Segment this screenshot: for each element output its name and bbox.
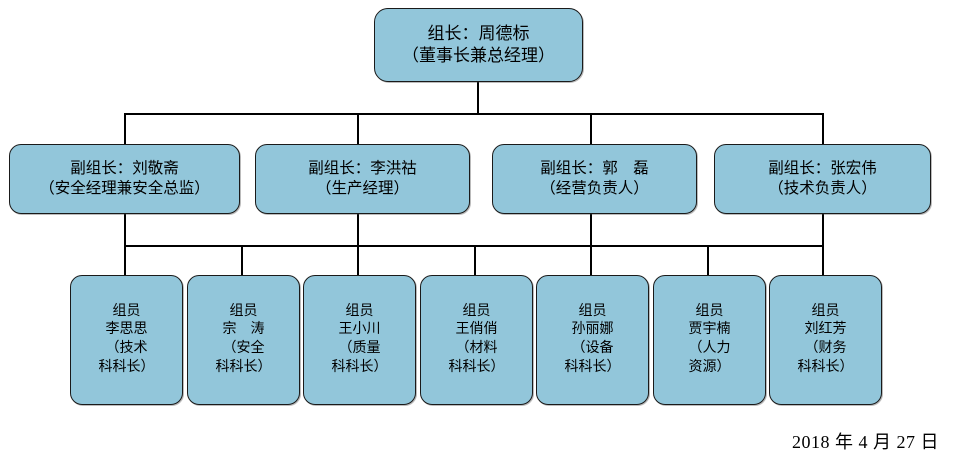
connector-member-drop-6 <box>707 245 709 275</box>
node-member-5-line1: 组员 <box>578 303 607 319</box>
node-member-4-line1: 组员 <box>462 303 491 319</box>
node-group-leader-line2: （董事长兼总经理） <box>402 46 555 65</box>
node-member-liu-hongfang[interactable]: 组员 刘红芳 （财务 科科长） <box>769 275 882 405</box>
node-member-6-line4: 资源） <box>688 359 731 375</box>
node-member-wang-qiaoqiao[interactable]: 组员 王俏俏 （材料 科科长） <box>420 275 533 405</box>
node-deputy-1-line1: 副组长：刘敬斋 <box>70 160 179 178</box>
node-member-2-line1: 组员 <box>229 303 258 319</box>
connector-deputy-drop-4 <box>822 113 824 144</box>
connector-deputy-riser-1 <box>124 214 126 246</box>
node-member-li-sisi[interactable]: 组员 李思思 （技术 科科长） <box>70 275 183 405</box>
node-deputy-liu-jingzhai[interactable]: 副组长：刘敬斋 （安全经理兼安全总监） <box>9 144 240 214</box>
node-deputy-3-line1: 副组长：郭 磊 <box>540 160 649 178</box>
node-member-2-line2: 宗 涛 <box>222 322 265 338</box>
node-deputy-2-line2: （生产经理） <box>315 180 409 197</box>
node-member-6-line1: 组员 <box>695 303 724 319</box>
node-member-5-line3: （设备 <box>571 341 614 356</box>
node-deputy-li-hongzhen[interactable]: 副组长：李洪祜 （生产经理） <box>255 144 470 214</box>
node-group-leader-line1: 组长：周德标 <box>427 24 530 44</box>
node-member-sun-lina[interactable]: 组员 孙丽娜 （设备 科科长） <box>536 275 649 405</box>
node-group-leader[interactable]: 组长：周德标 （董事长兼总经理） <box>374 8 583 82</box>
node-member-5-line2: 孙丽娜 <box>571 322 614 338</box>
node-deputy-4-line1: 副组长：张宏伟 <box>768 160 877 178</box>
node-member-3-line3: （质量 <box>338 341 381 356</box>
connector-deputy-riser-2 <box>357 214 359 246</box>
node-member-5-line4: 科科长） <box>564 359 621 375</box>
node-member-4-line2: 王俏俏 <box>455 322 498 338</box>
connector-level1-bus <box>124 113 824 115</box>
node-deputy-4-line2: （技术负责人） <box>768 180 877 197</box>
node-deputy-2-line1: 副组长：李洪祜 <box>308 160 417 178</box>
node-member-1-line2: 李思思 <box>105 322 148 338</box>
node-deputy-3-line2: （经营负责人） <box>540 180 649 197</box>
node-member-1-line3: （技术 <box>105 341 148 356</box>
node-member-6-line2: 贾宇楠 <box>688 322 731 338</box>
node-deputy-guo-lei[interactable]: 副组长：郭 磊 （经营负责人） <box>492 144 697 214</box>
connector-root-stem <box>477 82 479 114</box>
node-member-4-line4: 科科长） <box>448 359 505 375</box>
connector-member-drop-7 <box>822 245 824 275</box>
node-member-3-line4: 科科长） <box>331 359 388 375</box>
node-member-1-line1: 组员 <box>112 303 141 319</box>
connector-deputy-riser-3 <box>590 214 592 246</box>
connector-member-drop-2 <box>241 245 243 275</box>
connector-member-drop-5 <box>590 245 592 275</box>
node-member-7-line2: 刘红芳 <box>804 322 847 338</box>
connector-member-drop-4 <box>474 245 476 275</box>
node-member-wang-xiaochuan[interactable]: 组员 王小川 （质量 科科长） <box>303 275 416 405</box>
node-member-7-line4: 科科长） <box>797 359 854 375</box>
node-member-4-line3: （材料 <box>455 341 498 356</box>
connector-deputy-drop-2 <box>357 113 359 144</box>
connector-deputy-riser-4 <box>822 214 824 246</box>
node-member-zong-tao[interactable]: 组员 宗 涛 （安全 科科长） <box>187 275 300 405</box>
connector-deputy-drop-1 <box>124 113 126 144</box>
node-member-6-line3: （人力 <box>688 341 731 356</box>
node-member-2-line3: （安全 <box>222 341 265 356</box>
node-member-3-line1: 组员 <box>345 303 374 319</box>
connector-member-drop-1 <box>124 245 126 275</box>
node-member-1-line4: 科科长） <box>98 359 155 375</box>
node-member-7-line3: （财务 <box>804 341 847 356</box>
node-deputy-1-line2: （安全经理兼安全总监） <box>39 180 210 197</box>
node-member-7-line1: 组员 <box>811 303 840 319</box>
connector-member-drop-3 <box>357 245 359 275</box>
node-member-jia-yunan[interactable]: 组员 贾宇楠 （人力 资源） <box>653 275 766 405</box>
node-member-2-line4: 科科长） <box>215 359 272 375</box>
connector-deputy-drop-3 <box>590 113 592 144</box>
node-deputy-zhang-hongwei[interactable]: 副组长：张宏伟 （技术负责人） <box>714 144 931 214</box>
node-member-3-line2: 王小川 <box>338 322 381 338</box>
footer-date: 2018 年 4 月 27 日 <box>792 432 939 452</box>
